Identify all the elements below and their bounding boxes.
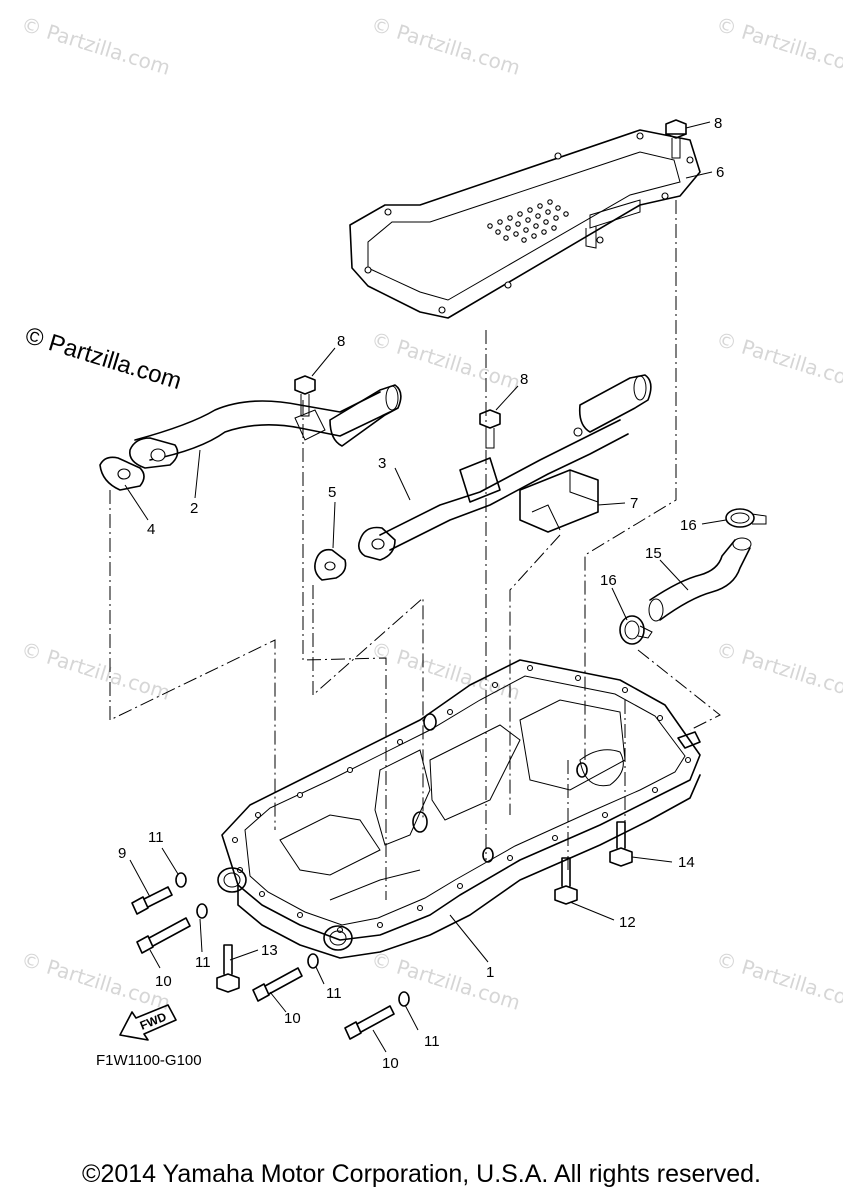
callout-11: 11	[424, 1033, 440, 1050]
bolt-10-a	[136, 917, 191, 954]
callout-8: 8	[714, 115, 722, 132]
bolt-12	[554, 857, 578, 905]
callout-11: 11	[148, 829, 164, 846]
washer-11-b	[196, 903, 208, 919]
callout-13: 13	[261, 942, 278, 959]
bolt-14	[609, 821, 633, 867]
callout-9: 9	[118, 845, 126, 862]
callout-5: 5	[328, 484, 336, 501]
washer-11-c	[307, 953, 319, 969]
pan-flange-holes	[231, 664, 692, 934]
watermark: © Partzilla.com	[19, 637, 174, 705]
callout-8: 8	[337, 333, 345, 350]
callout-1: 1	[486, 964, 494, 981]
callout-16: 16	[600, 572, 617, 589]
callout-16: 16	[680, 517, 697, 534]
gasket-4	[99, 456, 145, 491]
watermark-layer: © Partzilla.com © Partzilla.com © Partzi…	[19, 12, 843, 1015]
watermark: © Partzilla.com	[714, 327, 843, 395]
watermark: © Partzilla.com	[19, 947, 174, 1015]
callout-4: 4	[147, 521, 155, 538]
bolt-8-top	[665, 119, 687, 159]
oil-pipe-3	[358, 374, 652, 561]
callout-10: 10	[284, 1010, 301, 1027]
bolt-10-b	[252, 967, 303, 1002]
washer-11-a	[175, 872, 187, 888]
callout-3: 3	[378, 455, 386, 472]
gasket-5	[314, 548, 347, 581]
watermark: © Partzilla.com	[714, 12, 843, 80]
clamp-16-top	[725, 508, 767, 528]
callout-15: 15	[645, 545, 662, 562]
leader-lines	[124, 121, 727, 1053]
assembly-lines	[109, 200, 721, 900]
watermark: © Partzilla.com	[714, 637, 843, 705]
callout-10: 10	[382, 1055, 399, 1072]
callout-11: 11	[326, 985, 342, 1002]
watermark: © Partzilla.com	[369, 947, 524, 1015]
fwd-arrow: FWD	[119, 1004, 177, 1041]
bolt-10-c	[344, 1005, 395, 1040]
callout-14: 14	[678, 854, 695, 871]
bracket-7	[519, 469, 599, 533]
watermark: © Partzilla.com	[369, 12, 524, 80]
hose-15	[648, 537, 752, 622]
clamp-16-bottom	[619, 615, 653, 645]
baffle-holes	[487, 199, 569, 243]
baffle-plate	[349, 129, 701, 319]
callout-8: 8	[520, 371, 528, 388]
callout-6: 6	[716, 164, 724, 181]
washer-11-d	[398, 991, 410, 1007]
watermark: © Partzilla.com	[369, 327, 524, 395]
oil-pan-1	[217, 659, 701, 959]
callout-7: 7	[630, 495, 638, 512]
callout-12: 12	[619, 914, 636, 931]
bolt-13	[216, 944, 240, 993]
callout-11: 11	[195, 954, 211, 971]
watermark: © Partzilla.com	[19, 12, 174, 80]
oil-pipe-2	[128, 384, 402, 469]
watermark: © Partzilla.com	[714, 947, 843, 1015]
bolt-8-left	[294, 375, 316, 417]
copyright-notice: ©2014 Yamaha Motor Corporation, U.S.A. A…	[82, 1160, 761, 1188]
bolt-9	[131, 886, 173, 915]
callout-10: 10	[155, 973, 172, 990]
callout-2: 2	[190, 500, 198, 517]
diagram-code: F1W1100-G100	[96, 1052, 202, 1069]
bolt-8-middle	[479, 409, 501, 449]
callouts: 8 6 8 8 2 4 3 5 7 16 15 16 11 9 11 10 13…	[118, 115, 724, 1072]
